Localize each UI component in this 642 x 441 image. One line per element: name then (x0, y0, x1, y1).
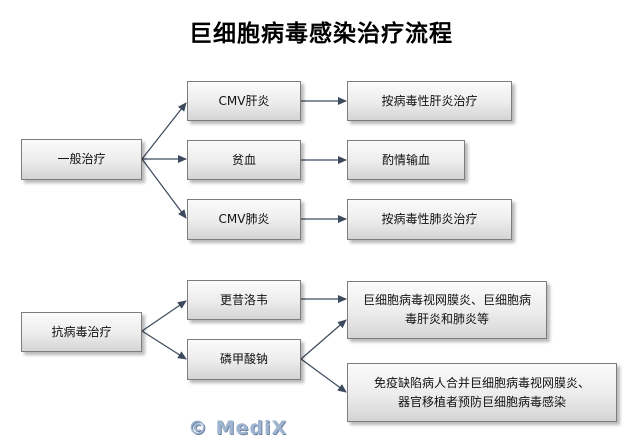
node-anemia: 贫血 (187, 140, 301, 180)
node-general-treatment: 一般治疗 (21, 139, 142, 180)
node-cmv-pneumonia: CMV肺炎 (187, 199, 301, 240)
node-foscarnet: 磷甲酸钠 (187, 339, 301, 380)
node-indication-retinitis: 巨细胞病毒视网膜炎、巨细胞病毒肝炎和肺炎等 (347, 281, 547, 339)
node-ganciclovir: 更昔洛韦 (187, 280, 301, 320)
node-viral-pneumonia-treatment: 按病毒性肺炎治疗 (347, 199, 512, 240)
arrow-foscarnet-to-indication-immunodeficiency (300, 358, 347, 393)
arrow-antiviral-to-foscarnet (141, 330, 187, 360)
medix-watermark: © MediX (188, 417, 288, 439)
node-transfusion: 酌情输血 (347, 140, 465, 180)
node-antiviral-treatment: 抗病毒治疗 (21, 312, 142, 352)
arrow-antiviral-to-ganciclovir (141, 300, 187, 332)
node-indication-immunodeficiency: 免疫缺陷病人合并巨细胞病毒视网膜炎、器官移植者预防巨细胞病毒感染 (347, 363, 617, 422)
node-cmv-hepatitis: CMV肝炎 (187, 81, 301, 121)
arrow-foscarnet-to-indication-retinitis (300, 319, 347, 360)
diagram-title: 巨细胞病毒感染治疗流程 (189, 20, 453, 47)
node-viral-hepatitis-treatment: 按病毒性肝炎治疗 (347, 81, 512, 121)
arrow-general-to-cmv-hepatitis (141, 102, 187, 160)
arrow-general-to-cmv-pneumonia (141, 158, 187, 219)
